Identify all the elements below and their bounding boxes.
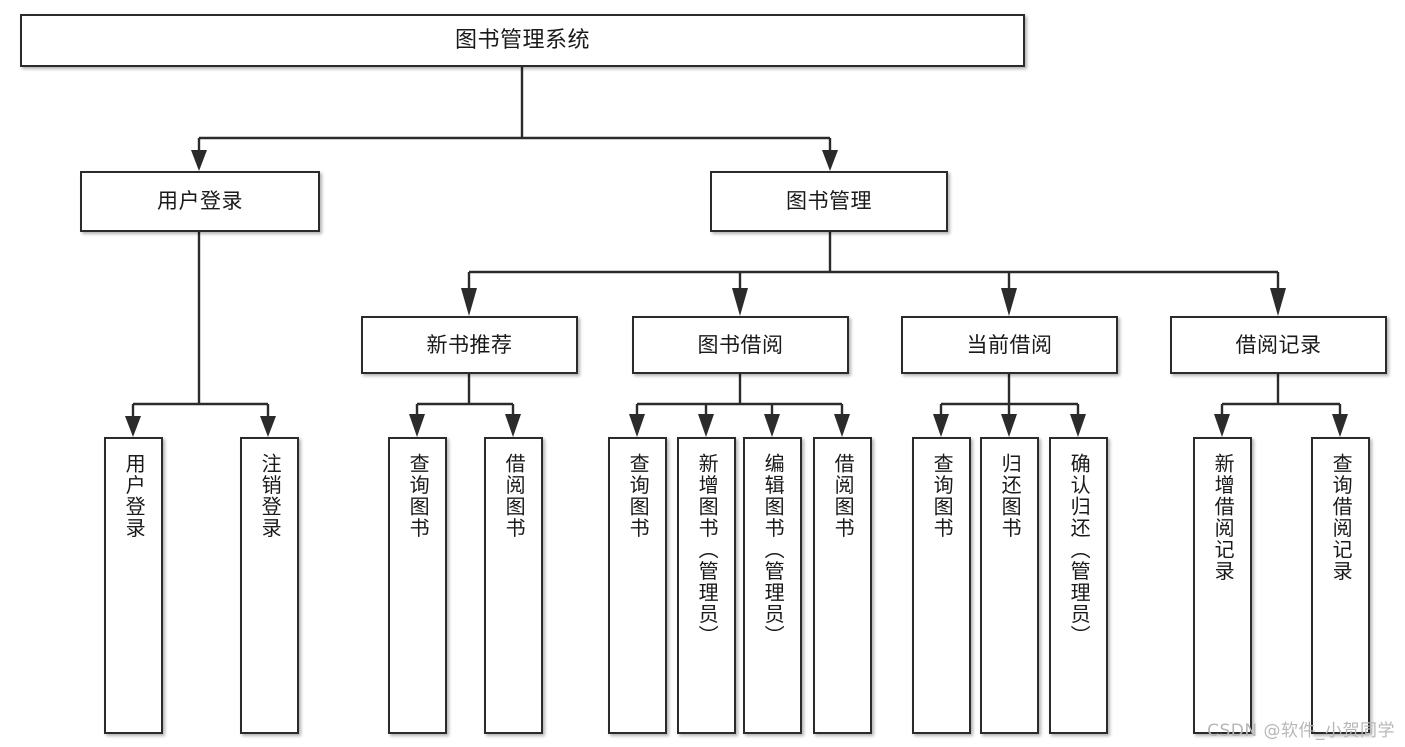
node-label: 新书推荐 <box>426 332 513 357</box>
arrow-bo-l2 <box>698 414 714 437</box>
node-label: 借阅图书 <box>502 453 527 539</box>
leaf-user-login-login[interactable]: 用户登录 <box>104 437 163 734</box>
node-book-borrow[interactable]: 图书借阅 <box>632 316 849 374</box>
node-label: 借阅图书 <box>831 453 856 539</box>
csdn-watermark: CSDN @软件_小贺同学 <box>1207 721 1395 741</box>
arrow-cu-l3 <box>1070 414 1086 437</box>
node-book-management[interactable]: 图书管理 <box>710 171 948 232</box>
node-label: 图书管理 <box>786 189 872 214</box>
node-label: 用户登录 <box>122 453 147 539</box>
node-label: 查询借阅记录 <box>1329 453 1354 582</box>
arrow-login-l2 <box>260 416 276 437</box>
node-label: 编辑图书（管理员） <box>761 453 786 647</box>
node-label: 图书借阅 <box>697 332 784 357</box>
arrow-bm-3 <box>1001 288 1017 316</box>
leaf-recommend-query-book[interactable]: 查询图书 <box>388 437 447 734</box>
leaf-record-add-borrow-record[interactable]: 新增借阅记录 <box>1193 437 1252 734</box>
leaf-record-query-borrow-record[interactable]: 查询借阅记录 <box>1311 437 1370 734</box>
arrow-bo-l4 <box>834 414 850 437</box>
leaf-borrow-query-book[interactable]: 查询图书 <box>608 437 667 734</box>
arrow-cu-l2 <box>1001 414 1017 437</box>
leaf-current-confirm-return-admin[interactable]: 确认归还（管理员） <box>1049 437 1108 734</box>
node-new-book-recommend[interactable]: 新书推荐 <box>361 316 578 374</box>
arrow-rec-l1 <box>409 414 425 437</box>
node-label: 新增借阅记录 <box>1211 453 1236 582</box>
node-label: 用户登录 <box>157 189 243 214</box>
arrow-bo-l1 <box>629 414 645 437</box>
node-label: 图书管理系统 <box>454 27 590 53</box>
leaf-recommend-borrow-book[interactable]: 借阅图书 <box>484 437 543 734</box>
node-label: 确认归还（管理员） <box>1067 453 1092 647</box>
node-label: 借阅记录 <box>1235 332 1322 357</box>
arrow-cu-l1 <box>933 414 949 437</box>
leaf-current-return-book[interactable]: 归还图书 <box>980 437 1039 734</box>
node-user-login[interactable]: 用户登录 <box>80 171 320 232</box>
node-label: 查询图书 <box>406 453 431 539</box>
arrow-root-to-bookmgmt <box>822 150 838 171</box>
node-label: 查询图书 <box>930 453 955 539</box>
arrow-bm-4 <box>1270 288 1286 316</box>
leaf-borrow-edit-book-admin[interactable]: 编辑图书（管理员） <box>743 437 802 734</box>
node-current-borrow[interactable]: 当前借阅 <box>901 316 1118 374</box>
arrow-rec-l2 <box>505 414 521 437</box>
arrow-bm-1 <box>461 288 477 316</box>
leaf-current-query-book[interactable]: 查询图书 <box>912 437 971 734</box>
node-label: 当前借阅 <box>966 332 1053 357</box>
arrow-rc-l2 <box>1332 414 1348 437</box>
node-label: 注销登录 <box>258 453 283 539</box>
node-label: 新增图书（管理员） <box>695 453 720 647</box>
node-root-book-management-system[interactable]: 图书管理系统 <box>20 14 1025 67</box>
node-label: 归还图书 <box>998 453 1023 539</box>
arrow-rc-l1 <box>1214 414 1230 437</box>
arrow-bm-2 <box>732 288 748 316</box>
node-label: 查询图书 <box>626 453 651 539</box>
leaf-borrow-borrow-book[interactable]: 借阅图书 <box>813 437 872 734</box>
leaf-borrow-add-book-admin[interactable]: 新增图书（管理员） <box>677 437 736 734</box>
arrow-root-to-login <box>191 150 207 171</box>
node-borrow-record[interactable]: 借阅记录 <box>1170 316 1387 374</box>
arrow-login-l1 <box>125 416 141 437</box>
arrow-bo-l3 <box>764 414 780 437</box>
leaf-user-login-logout[interactable]: 注销登录 <box>240 437 299 734</box>
